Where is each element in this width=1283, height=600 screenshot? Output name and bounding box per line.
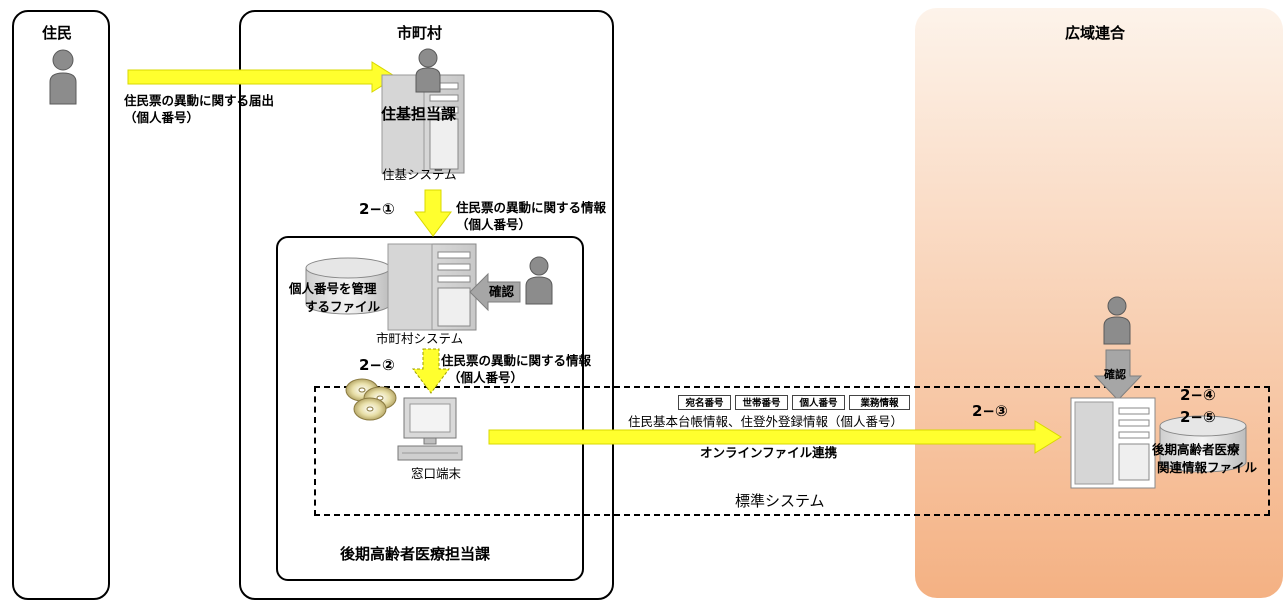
- elderly-division-box: [276, 236, 584, 581]
- tag-setai-number: 世帯番号: [735, 395, 788, 410]
- notification-label-line1: 住民票の異動に関する届出: [124, 93, 275, 108]
- window-terminal-label: 窓口端末: [411, 466, 462, 481]
- tag-gyomu-info: 業務情報: [849, 395, 910, 410]
- juki-server-icon: [381, 74, 465, 174]
- step-2-2-label: 2−②: [359, 356, 395, 374]
- tag-kojin-number: 個人番号: [792, 395, 845, 410]
- elderly-medical-file-label-line2: 関連情報ファイル: [1157, 460, 1258, 475]
- elderly-medical-file-label-line1: 後期高齢者医療: [1152, 442, 1240, 457]
- disc-media-icon: [345, 378, 397, 421]
- notification-label-line2: （個人番号）: [124, 110, 200, 125]
- wide-area-lane-title: 広域連合: [1065, 24, 1126, 42]
- data-item-tags: 宛名番号 世帯番号 個人番号 業務情報: [678, 395, 914, 410]
- online-link-label: オンラインファイル連携: [700, 445, 838, 460]
- notification-arrow: [127, 61, 397, 93]
- municipal-system-label: 市町村システム: [376, 331, 464, 346]
- elderly-division-title: 後期高齢者医療担当課: [340, 545, 491, 563]
- wide-area-confirm-label: 確認: [1104, 368, 1126, 381]
- wide-area-panel: [915, 8, 1283, 598]
- mynumber-file-label-line2: するファイル: [305, 299, 381, 314]
- elderly-medical-file-icon: [1159, 415, 1247, 473]
- step-2-5-label: 2−⑤: [1180, 408, 1216, 426]
- wide-area-confirm-arrow: [1093, 349, 1143, 401]
- juki-system-label: 住基システム: [382, 167, 457, 182]
- confirm-staff-icon: [525, 256, 553, 305]
- resident-lane-title: 住民: [42, 24, 73, 42]
- confirm-label: 確認: [489, 284, 515, 299]
- confirm-arrow: [469, 272, 521, 312]
- info2-label-line2: （個人番号）: [448, 370, 524, 385]
- step-2-1-label: 2−①: [359, 200, 395, 218]
- standard-system-box: [314, 386, 1270, 516]
- juki-division-label: 住基担当課: [381, 105, 457, 123]
- info-label-line1: 住民票の異動に関する情報: [456, 200, 607, 215]
- juki-staff-icon: [415, 48, 441, 93]
- municipality-lane-title: 市町村: [397, 24, 443, 42]
- municipal-server-icon: [387, 243, 477, 331]
- tag-atena-number: 宛名番号: [678, 395, 731, 410]
- window-terminal-icon: [397, 397, 463, 461]
- standard-system-label: 標準システム: [735, 492, 825, 510]
- resident-person-icon: [49, 49, 77, 105]
- info-label-line2: （個人番号）: [456, 217, 532, 232]
- info2-label-line1: 住民票の異動に関する情報: [441, 353, 592, 368]
- step-2-1-arrow: [414, 189, 452, 237]
- step-2-4-label: 2−④: [1180, 386, 1216, 404]
- step-2-2-arrow: [412, 348, 450, 394]
- wide-area-server-icon: [1070, 397, 1156, 489]
- mynumber-file-label-line1: 個人番号を管理: [289, 281, 377, 296]
- step-2-3-label: 2−③: [972, 402, 1008, 420]
- transfer-info-label: 住民基本台帳情報、住登外登録情報（個人番号）: [628, 414, 904, 429]
- mynumber-file-icon: [305, 257, 391, 315]
- step-2-3-arrow: [488, 420, 1062, 454]
- wide-area-staff-icon: [1103, 296, 1131, 345]
